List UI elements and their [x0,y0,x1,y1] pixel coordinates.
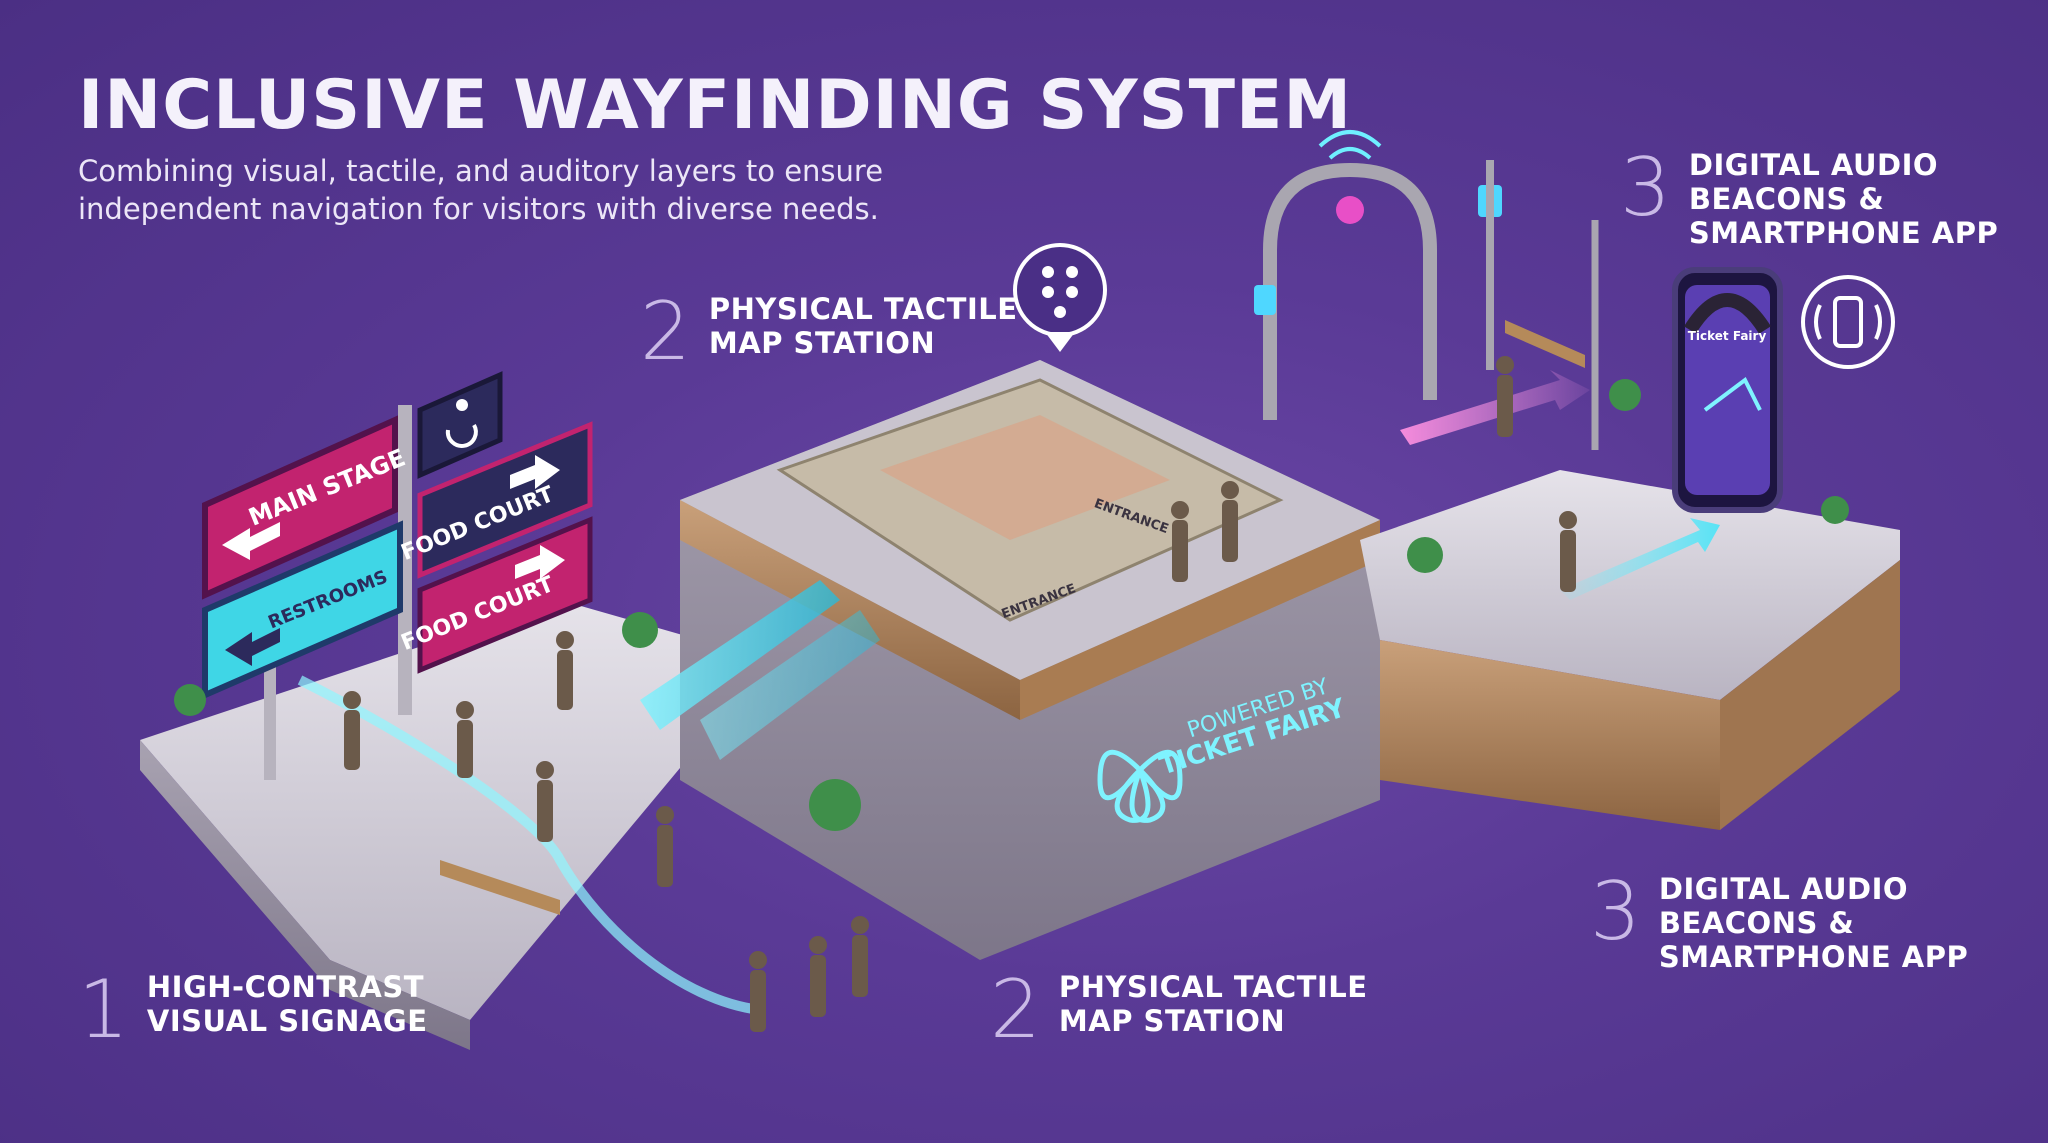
headphones-icon [1684,293,1771,334]
food-court-sign-1: FOOD COURT [398,421,593,579]
callout-number: 2 [990,963,1041,1056]
person [656,806,674,887]
callout-number: 3 [1620,141,1671,234]
smartphone-vibrate-icon [1801,275,1895,369]
arrow-left-icon [225,628,280,666]
food-court-sign-2: FOOD COURT [398,516,593,674]
benches [440,320,1585,915]
page-title: INCLUSIVE WAYFINDING SYSTEM [78,66,1353,145]
page-subtitle: Combining visual, tactile, and auditory … [78,154,884,226]
plants [174,379,1849,831]
person [536,761,554,842]
arrow-left-icon [222,522,280,560]
beacon-arch [1254,160,1599,450]
smartphone-app: Ticket Fairy [1672,267,1783,513]
person [343,691,361,770]
callout-label: PHYSICAL TACTILE MAP STATION [708,292,1018,360]
arrow-right-icon [510,455,560,489]
arrow-right-icon [515,545,565,579]
callout-tactile-bottom: 2 PHYSICAL TACTILE MAP STATION [990,970,1368,1050]
person [1171,501,1189,582]
wifi-beacon-icon [1318,130,1382,160]
tactile-station-block [640,360,1380,960]
beacon-light-icon [1336,196,1364,224]
person [851,916,869,997]
phone-app-name: Ticket Fairy [1688,329,1767,343]
person [1221,481,1239,562]
callout-label: HIGH-CONTRAST VISUAL SIGNAGE [146,970,428,1038]
callout-label: DIGITAL AUDIO BEACONS & SMARTPHONE APP [1688,148,1999,250]
person [809,936,827,1017]
people [343,356,1577,1032]
restrooms-sign: RESTROOMS [202,520,403,700]
callout-audio-bottom: 3 DIGITAL AUDIO BEACONS & SMARTPHONE APP [1590,865,1969,975]
braille-icon [1042,266,1078,318]
callout-label: PHYSICAL TACTILE MAP STATION [1058,970,1368,1038]
callout-signage: 1 HIGH-CONTRAST VISUAL SIGNAGE [78,970,428,1050]
sign-post: MAIN STAGE RESTROOMS FOOD COURT FOOD COU… [202,371,593,780]
person [556,631,574,710]
person [1559,511,1577,592]
signage-platform [140,600,761,1050]
callout-tactile-top: 2 PHYSICAL TACTILE MAP STATION [640,292,1018,372]
callout-audio-top: 3 DIGITAL AUDIO BEACONS & SMARTPHONE APP [1620,141,1999,251]
callout-number: 3 [1590,865,1641,958]
person [456,701,474,778]
wheelchair-icon [456,399,468,411]
accessibility-sign [417,371,503,479]
main-stage-sign: MAIN STAGE [202,415,409,600]
ticket-fairy-logo [1097,749,1183,823]
braille-callout [1013,243,1107,352]
person [1496,356,1514,437]
callout-label: DIGITAL AUDIO BEACONS & SMARTPHONE APP [1658,872,1969,974]
audio-platform [1360,370,1900,830]
person [749,951,767,1032]
callout-number: 1 [78,963,129,1056]
callout-number: 2 [640,285,691,378]
